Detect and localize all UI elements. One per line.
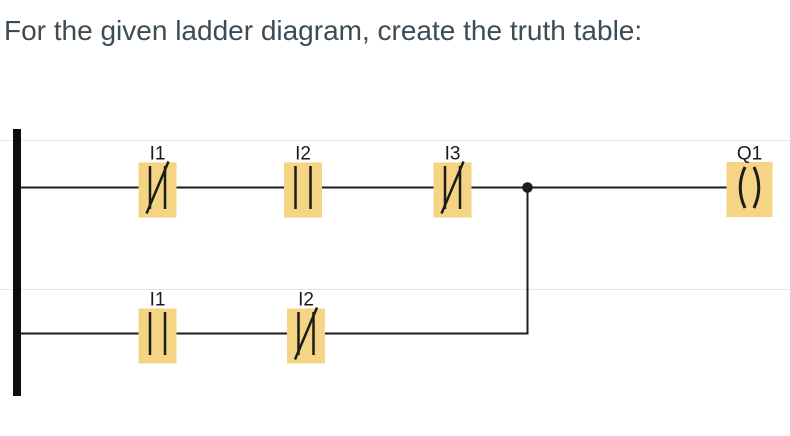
rung1-contact-i2-no: I2 bbox=[284, 144, 322, 218]
row-divider bbox=[0, 140, 790, 141]
coil-label: Q1 bbox=[737, 144, 762, 165]
rung1-coil-q1: Q1 bbox=[726, 144, 773, 217]
coil-right-paren bbox=[752, 166, 761, 209]
rung2-contact-i1-no: I1 bbox=[138, 290, 177, 364]
coil-left-paren bbox=[738, 166, 747, 209]
contact-highlight bbox=[138, 308, 177, 364]
rung2-contact-i2-nc: I2 bbox=[287, 290, 325, 364]
junction-dot bbox=[522, 182, 533, 193]
rung1-contact-i3-nc: I3 bbox=[433, 144, 472, 218]
contact-label: I2 bbox=[298, 290, 314, 311]
row-divider bbox=[0, 289, 790, 290]
contact-label: I2 bbox=[295, 144, 311, 165]
contact-label: I3 bbox=[445, 144, 461, 165]
contact-highlight bbox=[284, 162, 322, 218]
nc-slash bbox=[145, 161, 170, 214]
rung1-contact-i1-nc: I1 bbox=[138, 144, 177, 218]
nc-slash bbox=[293, 307, 319, 360]
question-title: For the given ladder diagram, create the… bbox=[4, 15, 643, 46]
contact-label: I1 bbox=[150, 290, 166, 311]
nc-slash bbox=[440, 161, 465, 214]
contact-label: I1 bbox=[150, 144, 166, 165]
power-rail bbox=[13, 129, 21, 396]
coil-highlight bbox=[726, 162, 773, 217]
